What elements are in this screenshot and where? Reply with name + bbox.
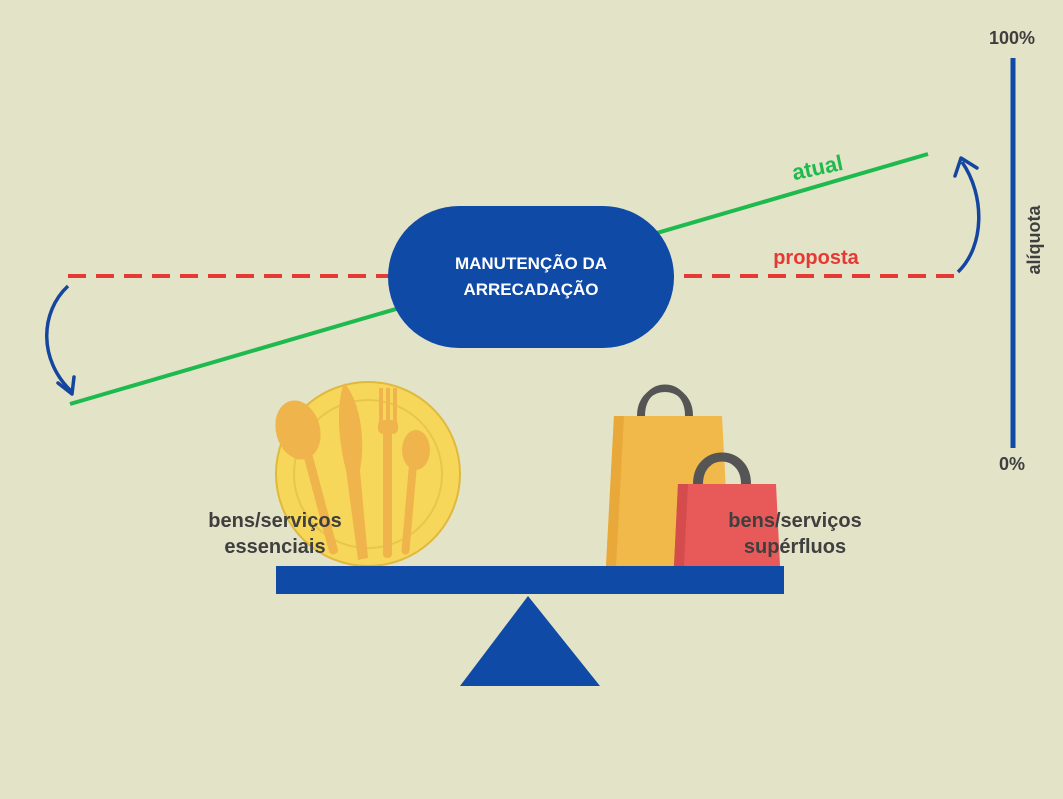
plate-cutlery-icon	[275, 381, 461, 567]
right-arrowhead-icon	[953, 156, 979, 178]
axis-min-label: 0%	[999, 454, 1025, 474]
revenue-maintenance-pill	[388, 206, 674, 348]
left-decrease-arrow	[45, 284, 74, 394]
right-increase-arrow	[956, 161, 981, 274]
left-arrowhead-icon	[56, 375, 76, 396]
shopping-bags-icon	[606, 384, 780, 566]
essential-goods-line1: bens/serviços	[208, 510, 342, 532]
superfluous-goods-line1: bens/serviços	[728, 510, 862, 532]
superfluous-goods-line2: supérfluos	[743, 536, 847, 558]
scale-fulcrum	[460, 596, 600, 686]
scale-beam	[276, 566, 784, 594]
rate-axis-label: alíquota	[1024, 205, 1044, 275]
essential-goods-label: bens/serviços essenciais	[180, 508, 370, 560]
proposed-line-label: proposta	[773, 247, 859, 269]
axis-max-label: 100%	[989, 28, 1035, 48]
superfluous-goods-label: bens/serviços supérfluos	[700, 508, 890, 560]
essential-goods-line2: essenciais	[224, 536, 326, 558]
